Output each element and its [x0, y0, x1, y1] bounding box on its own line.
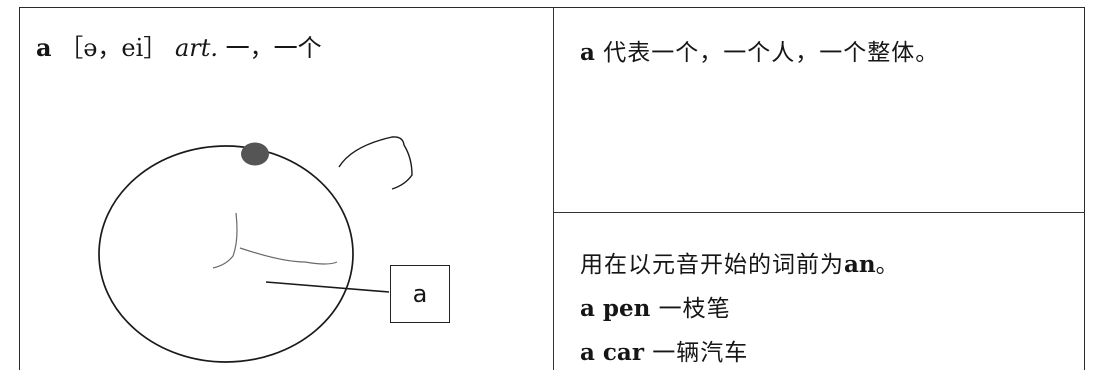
callout-line — [265, 281, 390, 293]
note-bottom-end: 。 — [875, 252, 900, 278]
box-letter: a — [412, 280, 428, 308]
example-word: a pen — [580, 295, 651, 322]
eye — [241, 142, 269, 166]
note-top-text: 代表一个，一个人，一个整体。 — [603, 40, 940, 66]
beak — [338, 136, 413, 190]
note-bottom-line1: 用在以元音开始的词前为an。 — [580, 245, 900, 279]
column-divider — [553, 7, 554, 370]
note-bottom-text: 用在以元音开始的词前为 — [580, 252, 844, 278]
part-of-speech: art. — [174, 34, 218, 62]
example-translation: 一枝笔 — [658, 296, 731, 322]
headword-line: a ［ə，ei］ art. 一，一个 — [36, 28, 322, 63]
face-outline — [98, 145, 354, 363]
entry-table — [19, 7, 1085, 370]
example-word: a car — [580, 339, 644, 366]
example-row: a pen 一枝笔 — [580, 289, 731, 323]
mouth — [212, 212, 338, 269]
note-top: a 代表一个，一个人，一个整体。 — [580, 33, 939, 67]
note-top-word: a — [580, 39, 595, 66]
row-divider — [553, 212, 1085, 213]
example-row: a car 一辆汽车 — [580, 333, 748, 367]
letter-box: a — [390, 265, 450, 323]
example-translation: 一辆汽车 — [652, 340, 749, 366]
headword: a — [36, 33, 52, 62]
note-bottom-word: an — [844, 251, 876, 278]
meaning: 一，一个 — [225, 34, 322, 62]
phonetic: ［ə，ei］ — [59, 34, 168, 62]
